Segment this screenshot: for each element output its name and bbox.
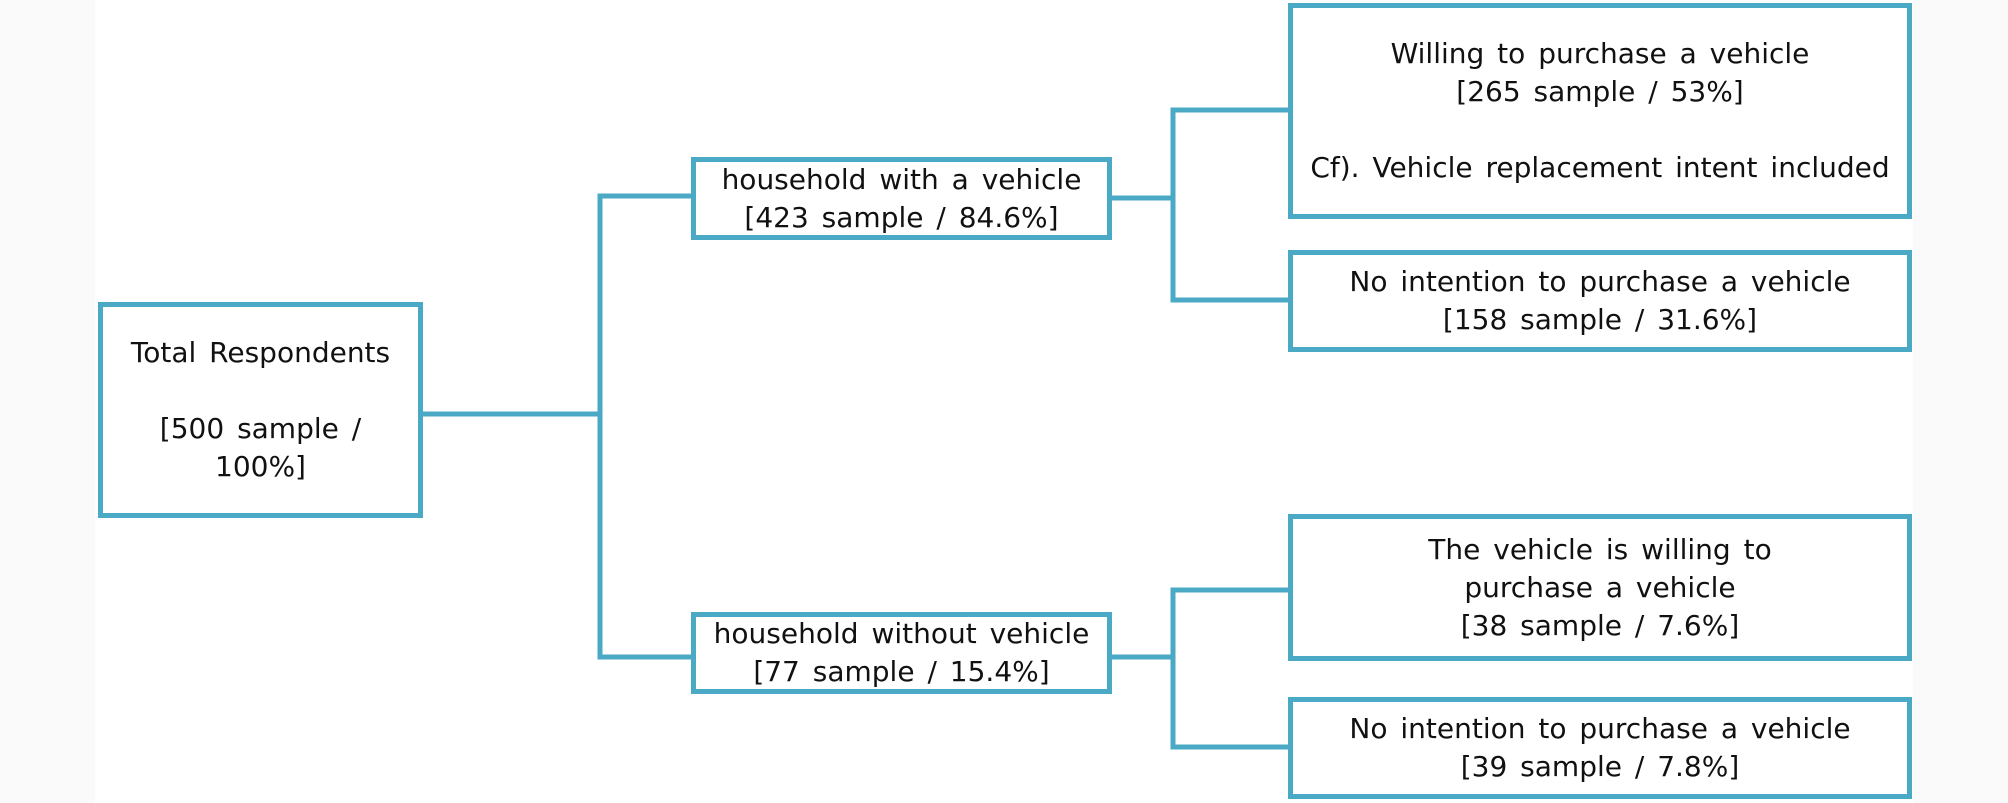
node-sample: [500 sample / <box>159 412 362 445</box>
node-willing-to-purchase: Willing to purchase a vehicle [265 sampl… <box>1288 3 1912 219</box>
node-label: Total Respondents <box>130 336 391 369</box>
node-sample: [423 sample / 84.6%] <box>744 200 1059 234</box>
node-sample: [39 sample / 7.8%] <box>1460 750 1740 783</box>
node-household-without-vehicle: household without vehicle [77 sample / 1… <box>691 612 1112 694</box>
node-label: No intention to purchase a vehicle <box>1349 265 1851 298</box>
node-no-intention-without-vehicle: No intention to purchase a vehicle [39 s… <box>1288 697 1912 799</box>
node-total-respondents: Total Respondents [500 sample / 100%] <box>98 302 423 518</box>
node-label: household with a vehicle <box>721 162 1082 196</box>
node-note: Cf). Vehicle replacement intent included <box>1310 151 1890 184</box>
node-label: The vehicle is willing to <box>1428 532 1772 566</box>
node-percent: 100%] <box>215 450 306 483</box>
node-willing-without-vehicle: The vehicle is willing to purchase a veh… <box>1288 514 1912 661</box>
node-no-intention-with-vehicle: No intention to purchase a vehicle [158 … <box>1288 250 1912 352</box>
node-sample: [158 sample / 31.6%] <box>1442 303 1758 336</box>
node-household-with-vehicle: household with a vehicle [423 sample / 8… <box>691 157 1112 240</box>
node-sample: [77 sample / 15.4%] <box>753 655 1050 688</box>
node-label: Willing to purchase a vehicle <box>1390 37 1810 70</box>
left-margin <box>0 0 95 803</box>
node-sample: [265 sample / 53%] <box>1456 75 1744 108</box>
node-label: household without vehicle <box>713 617 1090 650</box>
node-label-cont: purchase a vehicle <box>1464 570 1736 604</box>
node-label: No intention to purchase a vehicle <box>1349 712 1851 745</box>
node-sample: [38 sample / 7.6%] <box>1460 608 1740 642</box>
right-margin <box>1913 0 2008 803</box>
